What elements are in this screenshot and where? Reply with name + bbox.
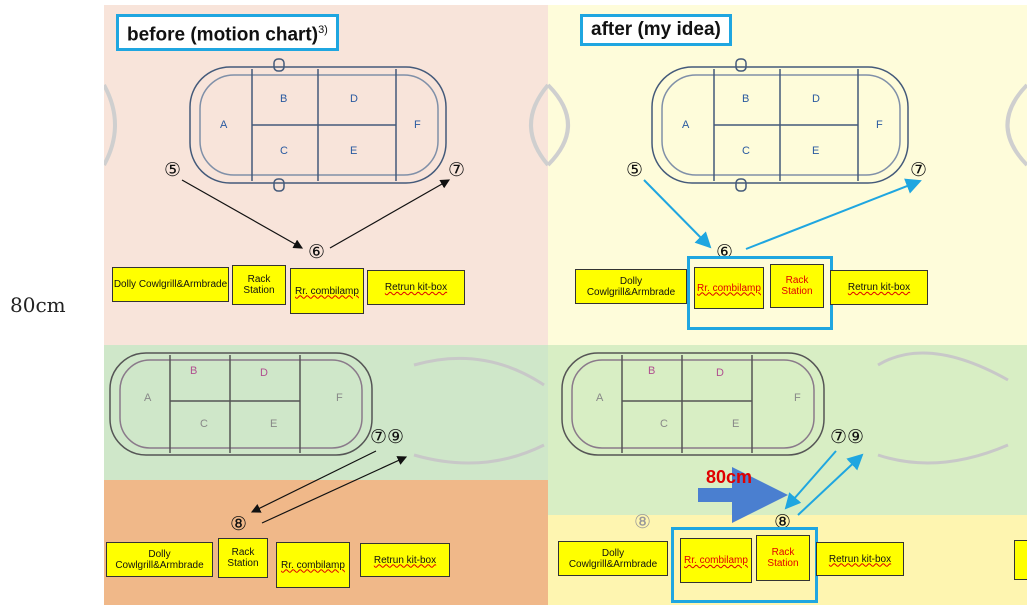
before-top-car bbox=[189, 58, 447, 192]
before-top-box-retrun: Retrun kit-box bbox=[367, 270, 465, 305]
after-top-box-retrun: Retrun kit-box bbox=[830, 270, 928, 305]
before-car-letter-f: F bbox=[414, 119, 421, 131]
before-top-box-dolly: Dolly Cowlgrill&Armbrade bbox=[112, 267, 229, 302]
after-car2-letter-c: C bbox=[660, 418, 668, 430]
before-car2-letter-b: B bbox=[190, 365, 198, 377]
after-distance-label: 80cm bbox=[706, 467, 753, 487]
side-distance-label: 80cm bbox=[10, 293, 66, 317]
after-car-letter-e: E bbox=[812, 145, 820, 157]
before-car-letter-b: B bbox=[280, 93, 288, 105]
after-title-text: after (my idea) bbox=[591, 19, 721, 40]
after-bottom-box-rack-text: Rack Station bbox=[767, 547, 799, 569]
before-top-box-rack-text: Rack Station bbox=[243, 274, 275, 296]
after-bottom-box-dolly: Dolly Cowlgrill&Armbrade bbox=[558, 541, 668, 576]
after-top-box-rack-text: Rack Station bbox=[781, 275, 813, 297]
after-right-edge-box bbox=[1014, 540, 1027, 580]
before-top-box-combilamp-text: Rr. combilamp bbox=[295, 285, 359, 297]
before-bottom-box-combilamp: Rr. combilamp bbox=[276, 542, 350, 588]
after-car-letter-f: F bbox=[876, 119, 883, 131]
before-diagram bbox=[104, 58, 548, 524]
before-marker-79: ⑦⑨ bbox=[370, 426, 405, 448]
after-car-letter-c: C bbox=[742, 145, 750, 157]
after-marker-8: ⑧ bbox=[774, 511, 792, 533]
after-bottom-box-combilamp: Rr. combilamp bbox=[680, 538, 752, 583]
before-car2-letter-a: A bbox=[144, 392, 152, 404]
before-car2-letter-f: F bbox=[336, 392, 343, 404]
after-top-box-retrun-text: Retrun kit-box bbox=[847, 282, 911, 293]
after-marker-5: ⑤ bbox=[626, 159, 644, 181]
after-car-letter-a: A bbox=[682, 119, 690, 131]
before-title: before (motion chart)3) bbox=[116, 14, 339, 52]
before-title-text: before (motion chart) bbox=[127, 24, 319, 46]
after-bottom-box-rack: Rack Station bbox=[756, 535, 810, 581]
before-floor-green bbox=[104, 345, 548, 480]
after-car2-letter-f: F bbox=[794, 392, 801, 404]
before-car-letter-a: A bbox=[220, 119, 228, 131]
after-bottom-box-dolly-text: Dolly Cowlgrill&Armbrade bbox=[568, 547, 658, 570]
after-top-car bbox=[651, 58, 909, 192]
after-car-letter-d: D bbox=[812, 93, 820, 105]
before-car2-letter-d: D bbox=[260, 367, 268, 379]
after-top-box-combilamp: Rr. combilamp bbox=[694, 267, 764, 309]
before-car-letter-e: E bbox=[350, 145, 358, 157]
before-marker-5: ⑤ bbox=[164, 159, 182, 181]
before-marker-6: ⑥ bbox=[308, 241, 326, 263]
after-marker-79: ⑦⑨ bbox=[830, 426, 865, 448]
before-bottom-box-dolly: Dolly Cowlgrill&Armbrade bbox=[106, 542, 213, 577]
after-bottom-car bbox=[561, 352, 825, 456]
before-car2-letter-e: E bbox=[270, 418, 278, 430]
before-bottom-box-rack: Rack Station bbox=[218, 538, 268, 578]
after-car2-letter-d: D bbox=[716, 367, 724, 379]
before-car-letter-c: C bbox=[280, 145, 288, 157]
after-car2-letter-e: E bbox=[732, 418, 740, 430]
before-top-box-retrun-text: Retrun kit-box bbox=[384, 282, 448, 293]
before-top-box-combilamp: Rr. combilamp bbox=[290, 268, 364, 314]
before-bottom-box-dolly-text: Dolly Cowlgrill&Armbrade bbox=[115, 548, 204, 571]
after-top-box-dolly: Dolly Cowlgrill&Armbrade bbox=[575, 269, 687, 304]
before-car2-letter-c: C bbox=[200, 418, 208, 430]
before-top-box-dolly-text: Dolly Cowlgrill&Armbrade bbox=[113, 279, 228, 290]
before-bottom-box-retrun-text: Retrun kit-box bbox=[373, 554, 437, 566]
before-bottom-box-combilamp-text: Rr. combilamp bbox=[281, 559, 345, 571]
before-car-letter-d: D bbox=[350, 93, 358, 105]
after-title: after (my idea) bbox=[580, 14, 732, 46]
after-car2-letter-a: A bbox=[596, 392, 604, 404]
after-car-letter-b: B bbox=[742, 93, 750, 105]
after-top-box-combilamp-text: Rr. combilamp bbox=[697, 282, 761, 294]
after-bottom-box-retrun-text: Retrun kit-box bbox=[828, 553, 892, 565]
after-diagram bbox=[548, 58, 1027, 523]
before-bottom-box-retrun: Retrun kit-box bbox=[360, 543, 450, 577]
after-top-box-rack: Rack Station bbox=[770, 264, 824, 308]
after-marker-7: ⑦ bbox=[910, 159, 928, 181]
before-bottom-box-rack-text: Rack Station bbox=[227, 547, 259, 569]
after-top-box-dolly-text: Dolly Cowlgrill&Armbrade bbox=[586, 275, 676, 298]
before-title-superscript: 3) bbox=[318, 24, 328, 36]
after-panel: after (my idea) A B C D E F A B C D E F … bbox=[548, 5, 1027, 605]
before-marker-8: ⑧ bbox=[230, 513, 248, 535]
before-panel: before (motion chart)3) A B C D E F A B … bbox=[104, 5, 548, 605]
after-marker-8-faded: ⑧ bbox=[634, 511, 652, 533]
after-bottom-box-combilamp-text: Rr. combilamp bbox=[684, 555, 748, 566]
after-bottom-box-retrun: Retrun kit-box bbox=[816, 542, 904, 576]
after-car2-letter-b: B bbox=[648, 365, 656, 377]
before-bottom-car bbox=[109, 352, 373, 456]
before-top-box-rack: Rack Station bbox=[232, 265, 286, 305]
before-marker-7: ⑦ bbox=[448, 159, 466, 181]
